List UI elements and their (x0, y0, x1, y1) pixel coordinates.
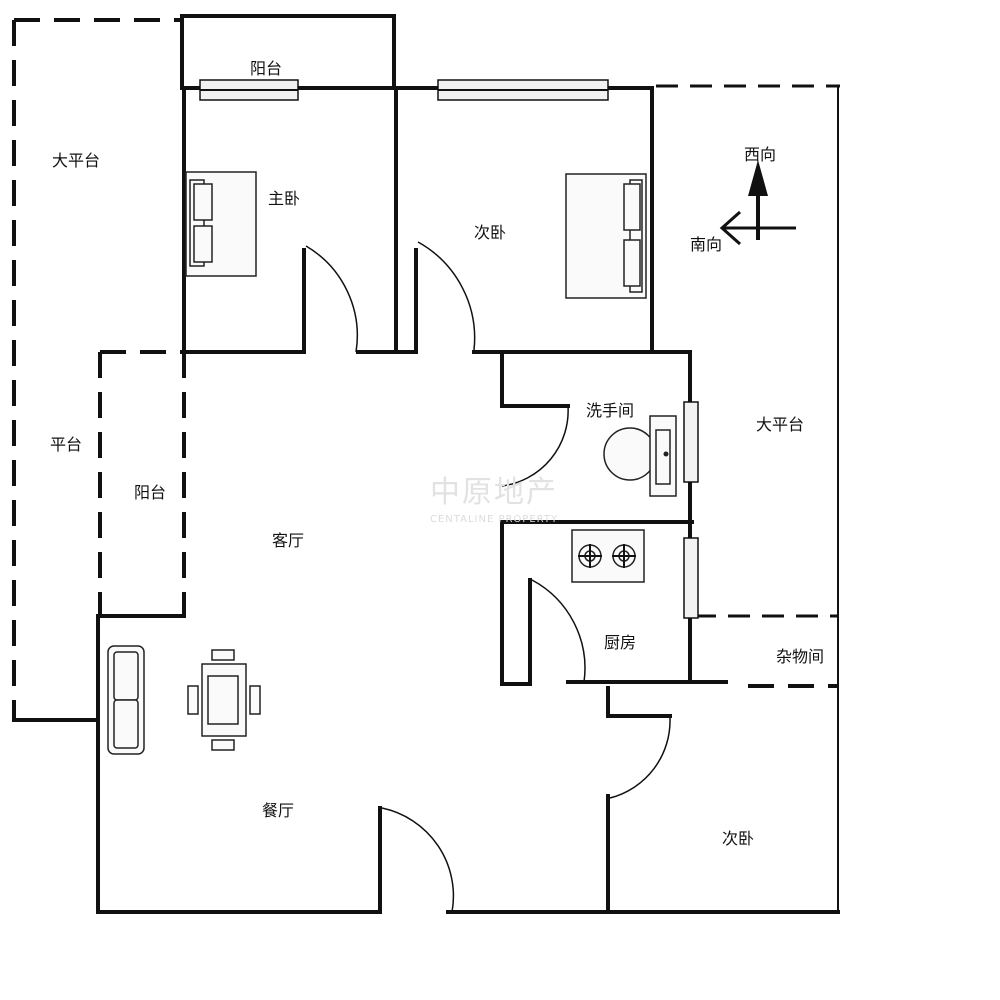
label-big-terrace-right: 大平台 (756, 415, 804, 434)
master-bed (185, 171, 257, 277)
door-bathroom (501, 405, 569, 487)
door-bedroom-bottom (609, 717, 671, 799)
watermark-sub: CENTALINE PROPERTY (430, 514, 558, 525)
doors (305, 241, 671, 913)
label-balcony-left: 阳台 (134, 483, 166, 502)
label-bathroom: 洗手间 (586, 401, 634, 420)
gas-stove (571, 529, 645, 583)
windows (199, 79, 699, 619)
watermark: 中原地产 CENTALINE PROPERTY (430, 475, 558, 525)
label-dining-room: 餐厅 (262, 801, 294, 820)
label-second-bedroom-bottom: 次卧 (722, 829, 754, 848)
label-big-terrace-left: 大平台 (52, 151, 100, 170)
label-balcony-top: 阳台 (250, 59, 282, 78)
label-second-bedroom-top: 次卧 (474, 223, 506, 242)
door-kitchen (531, 579, 586, 683)
compass (719, 160, 796, 246)
door-entrance (381, 807, 455, 913)
window-bathroom (683, 401, 699, 483)
label-terrace-left: 平台 (50, 435, 82, 454)
top-balcony-outline (180, 14, 396, 88)
west-arrow-icon (748, 160, 768, 196)
door-second-bedroom (417, 241, 476, 351)
label-kitchen: 厨房 (604, 633, 636, 652)
south-arrow-icon (719, 210, 741, 246)
room-labels: 阳台 大平台 主卧 次卧 平台 阳台 客厅 洗手间 大平台 厨房 杂物间 餐厅 … (50, 59, 824, 848)
window-kitchen (683, 537, 699, 619)
dining-table (187, 649, 261, 751)
door-master (305, 245, 359, 353)
label-compass-south: 南向 (690, 235, 722, 254)
label-compass-west: 西向 (744, 145, 776, 164)
label-master-bedroom: 主卧 (268, 189, 300, 208)
left-terrace-outline (12, 18, 182, 722)
toilet (603, 415, 677, 497)
watermark-main: 中原地产 (430, 475, 558, 510)
second-bed (565, 173, 647, 299)
sofa (107, 645, 145, 755)
label-storage: 杂物间 (776, 647, 824, 666)
label-living-room: 客厅 (272, 531, 304, 550)
